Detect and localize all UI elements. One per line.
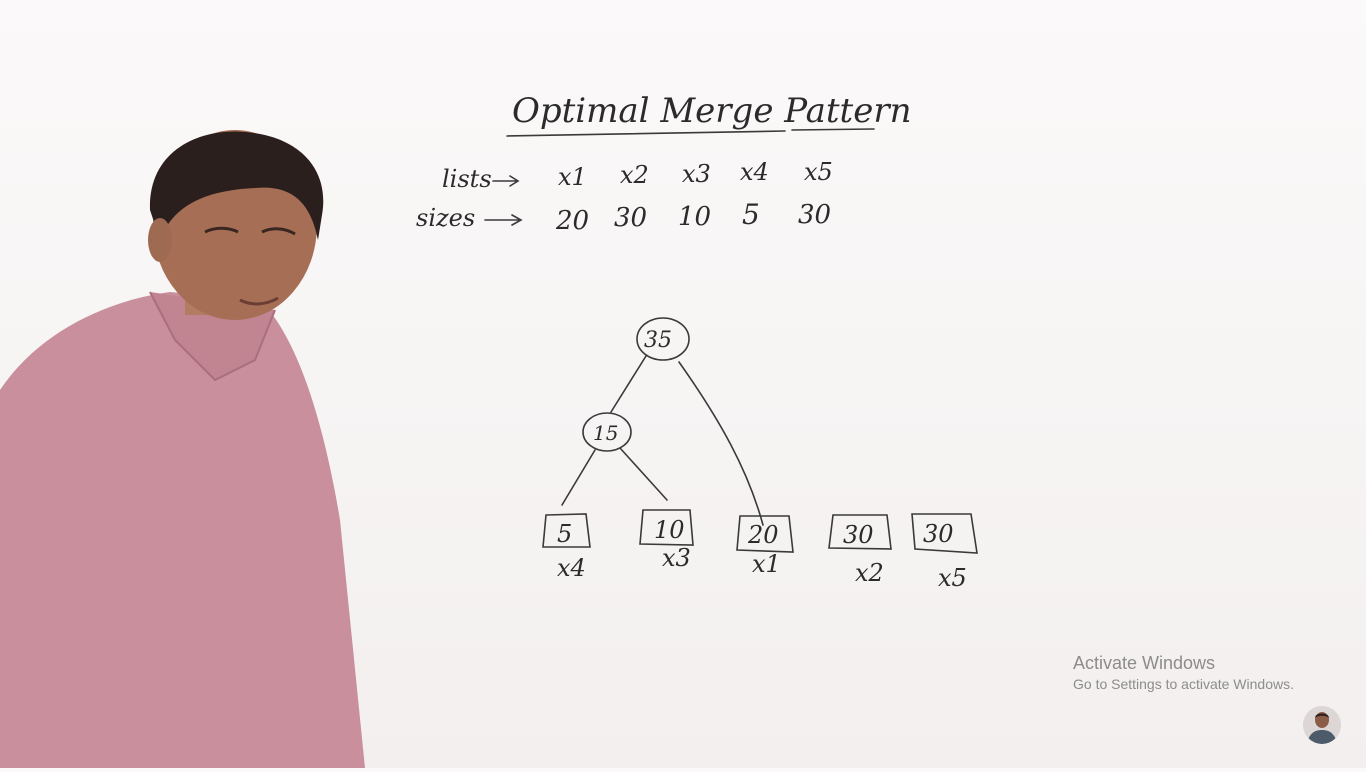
node-mid-circle <box>582 412 632 452</box>
size-x2: 30 <box>614 203 647 233</box>
edge-mid-x3 <box>619 447 668 501</box>
size-x4: 5 <box>742 198 760 231</box>
size-x3: 10 <box>678 202 711 232</box>
leaf-box-x5 <box>911 513 978 554</box>
channel-avatar[interactable] <box>1303 706 1341 744</box>
sizes-label: sizes <box>416 204 475 232</box>
leaf-box-x2 <box>828 514 892 550</box>
leaf-name-x4: x4 <box>557 554 586 582</box>
size-x1: 20 <box>555 206 589 236</box>
lists-arrow <box>492 175 520 187</box>
list-name-x3: x3 <box>682 160 711 188</box>
lists-label: lists <box>442 165 492 193</box>
sizes-arrow <box>484 214 523 226</box>
leaf-name-x2: x2 <box>855 559 884 587</box>
leaf-size-x2: 30 <box>843 521 874 549</box>
edge-root-mid <box>610 355 647 413</box>
presenter-figure <box>0 130 365 768</box>
leaf-size-x1: 20 <box>747 521 779 549</box>
leaf-name-x5: x5 <box>938 564 967 592</box>
leaf-box-x1 <box>736 515 794 553</box>
leaf-size-x4: 5 <box>557 520 572 548</box>
list-name-x1: x1 <box>558 163 587 191</box>
leaf-name-x1: x1 <box>752 550 781 578</box>
board-title: Optimal Merge Pattern <box>512 91 911 131</box>
node-root-value: 35 <box>644 328 672 353</box>
leaf-name-x3: x3 <box>662 544 691 572</box>
activate-windows-subtitle: Go to Settings to activate Windows. <box>1073 676 1294 692</box>
list-name-x2: x2 <box>620 161 649 189</box>
edge-mid-x4 <box>561 449 596 506</box>
title-underline-2 <box>791 128 875 131</box>
node-mid-value: 15 <box>593 421 618 445</box>
activate-windows-title: Activate Windows <box>1073 653 1216 673</box>
edge-root-x1 <box>678 361 764 526</box>
title-underline <box>506 130 786 137</box>
leaf-box-x3 <box>639 509 694 546</box>
activate-windows-watermark: Activate Windows Go to Settings to activ… <box>1073 652 1294 694</box>
list-name-x5: x5 <box>804 158 833 186</box>
list-name-x4: x4 <box>740 158 769 186</box>
leaf-size-x5: 30 <box>923 520 954 548</box>
leaf-box-x4 <box>542 513 591 548</box>
size-x5: 30 <box>798 200 831 230</box>
leaf-size-x3: 10 <box>654 516 685 544</box>
node-root-circle <box>636 317 690 361</box>
